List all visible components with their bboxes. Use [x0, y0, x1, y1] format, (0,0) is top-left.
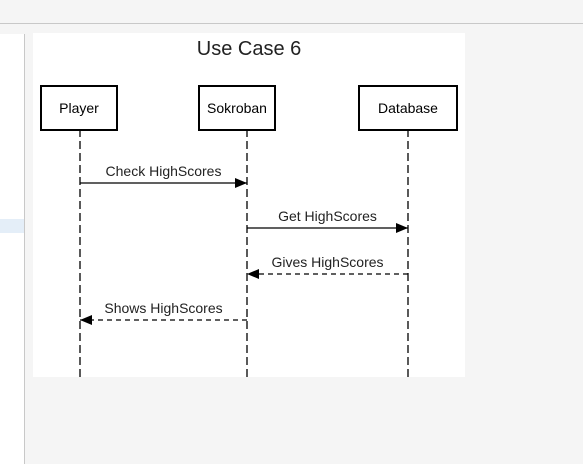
participant-player[interactable]: Player	[40, 85, 118, 131]
participant-sokroban[interactable]: Sokroban	[198, 85, 276, 131]
message-label: Gives HighScores	[271, 254, 384, 270]
message-label: Shows HighScores	[104, 300, 223, 316]
message-label: Get HighScores	[278, 208, 377, 224]
participant-label: Database	[378, 100, 438, 116]
participant-database[interactable]: Database	[358, 85, 458, 131]
left-sidebar	[0, 34, 25, 464]
diagram-title: Use Case 6	[196, 38, 302, 60]
participant-label: Player	[59, 100, 99, 116]
sidebar-selected-row[interactable]	[0, 219, 24, 233]
top-toolbar	[0, 0, 583, 24]
participant-label: Sokroban	[207, 100, 267, 116]
diagram-canvas[interactable]: Use Case 6 Player Sokroban Database Chec…	[33, 33, 465, 377]
sequence-diagram-svg	[79, 129, 409, 377]
message-label: Check HighScores	[105, 163, 222, 179]
